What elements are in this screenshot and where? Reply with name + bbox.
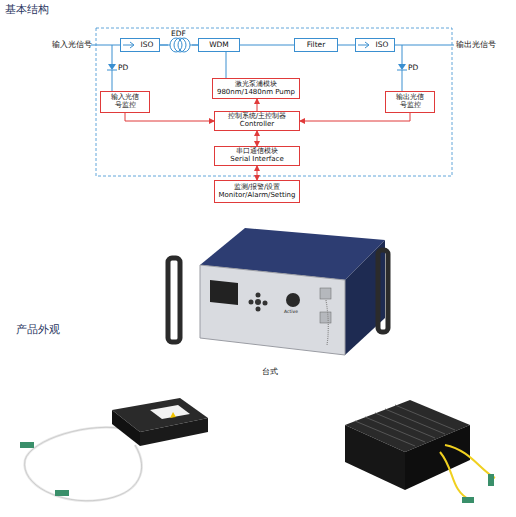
box-title: Filter (307, 41, 326, 49)
section-heading: 产品外观 (16, 322, 60, 337)
monitor-alarm-box: 监测/报警/设置Monitor/Alarm/Setting (214, 180, 300, 203)
coil-backdrop (168, 37, 192, 53)
display (210, 280, 238, 305)
panel-label: Active (284, 309, 298, 314)
fiber-coil (170, 38, 182, 52)
button (256, 307, 261, 312)
module-front (345, 425, 405, 490)
button (263, 301, 268, 306)
optical-fiber (240, 45, 294, 46)
box-title: 输入光信号监控 (110, 94, 140, 109)
signal-label: 输出光信号 (456, 40, 496, 50)
dust-cap-chain (326, 300, 328, 345)
monitor-box: 输出光信号监控 (385, 91, 435, 113)
fiber-lead (160, 45, 198, 46)
optical-fiber (338, 45, 355, 46)
box-title: 输出光信号监控 (395, 94, 425, 109)
monitor-box: 输入光信号监控 (100, 91, 150, 113)
fiber-connector (488, 474, 494, 486)
box-subtitle: Monitor/Alarm/Setting (219, 192, 296, 200)
fiber-coil (178, 38, 190, 52)
box-subtitle: 980nm/1480nm Pump (217, 89, 295, 97)
part-label: PD (118, 63, 128, 72)
box-title: 监测/报警/设置 (234, 184, 281, 192)
fiber-pigtail (440, 445, 495, 500)
product-label (150, 405, 190, 419)
control-arrow (257, 99, 258, 111)
filter-box: Filter (294, 38, 338, 52)
controller-box: 控制系统/主控制器Controller (214, 111, 300, 131)
fiber-connector (55, 490, 69, 496)
isolator-box: ISO (120, 38, 160, 52)
laser-warning (170, 412, 176, 418)
module-side (112, 410, 140, 446)
box-title: ISO (376, 41, 389, 49)
box-title: WDM (209, 41, 229, 49)
button (255, 299, 261, 305)
wdm-box: WDM (198, 38, 240, 52)
photodiode-bar (107, 70, 117, 71)
button (256, 293, 261, 298)
fiber-port (320, 288, 331, 299)
box-subtitle: Controller (240, 121, 274, 129)
control-arrow (300, 113, 410, 121)
fiber-connector (462, 497, 474, 503)
front-panel (200, 265, 345, 355)
box-subtitle: Serial Interface (230, 156, 283, 164)
pump-fiber (226, 52, 227, 78)
photodiode-symbol (108, 64, 116, 70)
module-side (405, 425, 470, 490)
box-title: 串口通信模块 (236, 148, 278, 156)
box-title: ISO (141, 41, 154, 49)
box-title: 激光泵浦模块 (235, 81, 277, 89)
optical-fiber (160, 45, 198, 46)
fiber-loop-edge (25, 427, 142, 500)
button (249, 300, 254, 305)
control-arrow (125, 113, 214, 121)
part-label: EDF (171, 29, 186, 38)
pump-box: 激光泵浦模块980nm/1480nm Pump (212, 78, 300, 99)
photo-caption: 台式 (262, 367, 278, 377)
fiber-connector (20, 442, 34, 448)
handle (378, 250, 388, 332)
signal-label: 输入光信号 (52, 40, 92, 50)
handle (168, 258, 180, 342)
module-front (140, 418, 208, 446)
part-label: PD (408, 63, 418, 72)
key-switch (286, 293, 300, 307)
box-title: 控制系统/主控制器 (228, 113, 286, 121)
control-arrow (257, 131, 258, 146)
photodiode-bar (397, 70, 407, 71)
control-arrow (257, 166, 258, 180)
fiber-coil (174, 38, 186, 52)
interface-box: 串口通信模块Serial Interface (214, 146, 300, 166)
module-boundary (96, 28, 452, 176)
photodiode-symbol (398, 64, 406, 70)
isolator-box: ISO (355, 38, 395, 52)
fiber-port (320, 312, 331, 323)
diagram-title: 基本结构 (5, 2, 49, 17)
fiber-loop (25, 427, 142, 500)
